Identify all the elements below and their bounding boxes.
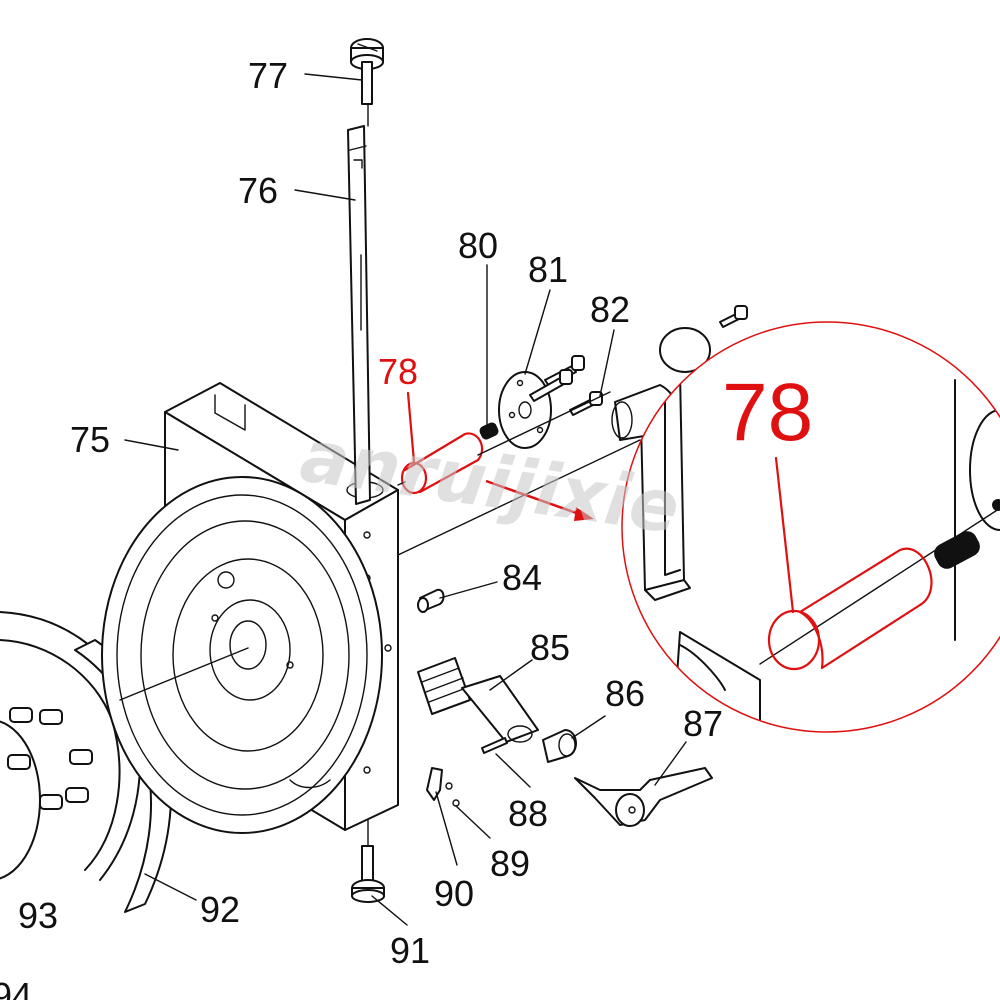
label-77: 77 xyxy=(248,55,288,96)
lever-handle-87 xyxy=(574,767,713,827)
bolt-91 xyxy=(351,845,385,903)
cap-screw-86 xyxy=(542,729,577,763)
part-labels: 77 76 75 78 80 81 82 84 85 86 87 88 89 9… xyxy=(0,55,813,1000)
screws-82 xyxy=(529,305,748,416)
label-82: 82 xyxy=(590,289,630,330)
plate-81 xyxy=(498,371,552,449)
rod-76 xyxy=(347,125,371,505)
set-screw-84 xyxy=(417,588,445,613)
label-78: 78 xyxy=(378,351,418,392)
screw-77 xyxy=(350,38,384,105)
label-93: 93 xyxy=(18,895,58,936)
label-88: 88 xyxy=(508,793,548,834)
housing-75 xyxy=(101,382,399,834)
label-84: 84 xyxy=(502,557,542,598)
label-80: 80 xyxy=(458,225,498,266)
callout-label-78: 78 xyxy=(722,367,813,458)
chuck-assembly xyxy=(0,611,141,881)
spring-80 xyxy=(479,422,499,440)
label-85: 85 xyxy=(530,627,570,668)
chuck-bolts xyxy=(7,707,93,810)
label-90: 90 xyxy=(434,873,474,914)
label-76: 76 xyxy=(238,170,278,211)
label-86: 86 xyxy=(605,673,645,714)
label-92: 92 xyxy=(200,889,240,930)
axis-lines xyxy=(367,103,641,847)
clip-89-90 xyxy=(426,767,460,807)
label-91: 91 xyxy=(390,930,430,971)
zoom-arrow xyxy=(485,479,594,521)
leader-lines xyxy=(124,73,687,926)
label-81: 81 xyxy=(528,249,568,290)
label-75: 75 xyxy=(70,419,110,460)
label-94: 94 xyxy=(0,975,32,1000)
pin-88 xyxy=(481,737,508,754)
label-87: 87 xyxy=(683,703,723,744)
label-89: 89 xyxy=(490,843,530,884)
gear-shaft-85 xyxy=(417,657,539,743)
